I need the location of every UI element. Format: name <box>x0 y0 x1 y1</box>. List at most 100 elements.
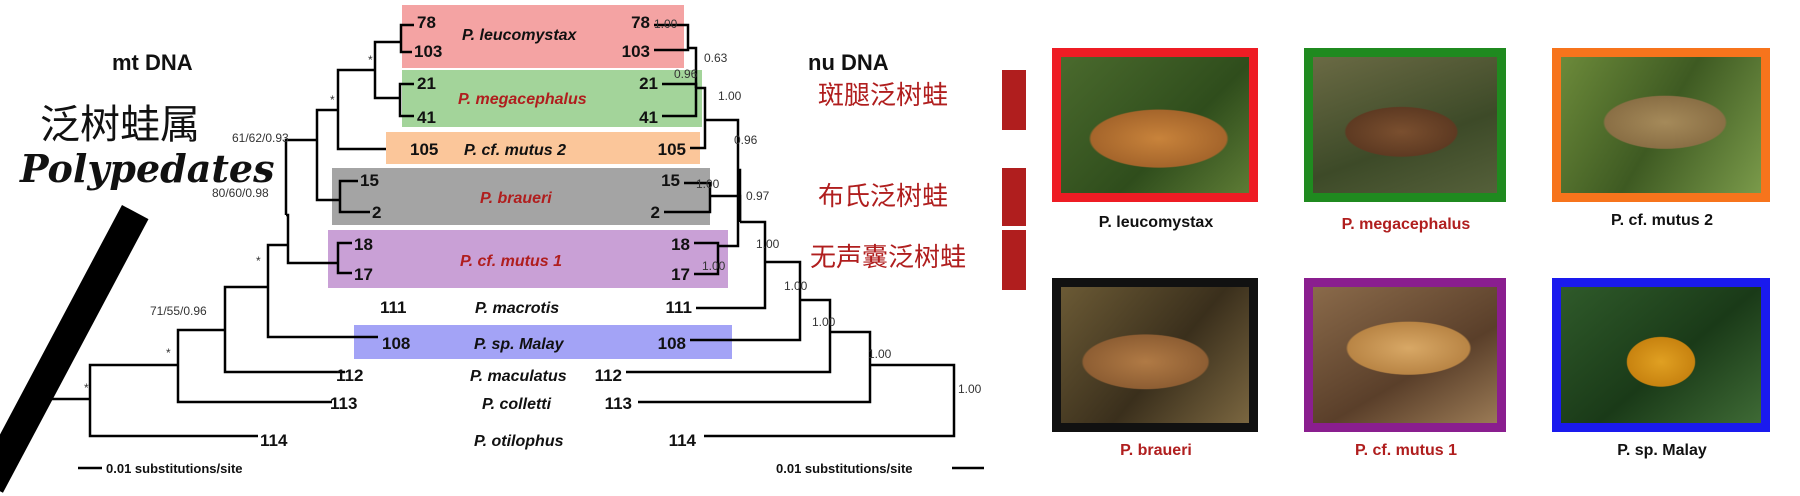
support-value: 1.00 <box>702 259 726 273</box>
tip-count: 21 <box>639 74 658 93</box>
frog-photo-icon <box>1061 287 1249 423</box>
highlight-leucomystax <box>402 5 684 68</box>
marker-bar-mutus1 <box>1002 230 1026 290</box>
support-value: 1.00 <box>756 237 780 251</box>
photo-caption: P. cf. mutus 2 <box>1611 212 1713 229</box>
tip-count: 114 <box>669 431 697 450</box>
genus-chinese: 泛树蛙属 <box>40 102 200 148</box>
photo-megacephalus <box>1304 48 1506 202</box>
tip-count: 18 <box>671 235 690 254</box>
tip-count: 103 <box>414 42 442 61</box>
tip-count: 111 <box>666 298 693 317</box>
photo-mutus1 <box>1304 278 1506 432</box>
support-value: 0.63 <box>704 51 728 65</box>
support-value: 0.97 <box>746 189 770 203</box>
chinese-name-braueri: 布氏泛树蛙 <box>818 182 948 212</box>
mt-dna-heading: mt DNA <box>112 50 193 75</box>
photo-braueri <box>1052 278 1258 432</box>
highlight-braueri <box>332 168 710 225</box>
support-value: 1.00 <box>868 347 892 361</box>
chinese-name-leucomystax: 斑腿泛树蛙 <box>818 81 948 111</box>
tip-count: 18 <box>354 235 373 254</box>
tip-count: 103 <box>622 42 650 61</box>
photo-caption: P. braueri <box>1120 442 1192 459</box>
highlight-malay <box>354 325 732 359</box>
marker-bar-braueri <box>1002 168 1026 226</box>
support-value: 71/55/0.96 <box>150 304 207 318</box>
tip-count: 41 <box>639 108 658 127</box>
photo-caption: P. megacephalus <box>1341 216 1471 233</box>
tip-count: 17 <box>671 265 690 284</box>
taxon-megacephalus: P. megacephalus <box>458 91 587 108</box>
tip-count: 113 <box>330 394 357 413</box>
taxon-mutus2: P. cf. mutus 2 <box>464 142 566 159</box>
taxon-otilophus: P. otilophus <box>474 433 564 450</box>
tip-count: 113 <box>605 394 632 413</box>
taxon-malay: P. sp. Malay <box>474 336 565 353</box>
mt-tree-branches <box>20 23 414 438</box>
support-value: * <box>368 53 373 67</box>
photo-caption: P. leucomystax <box>1098 214 1214 231</box>
tip-count: 15 <box>661 171 680 190</box>
support-value: * <box>84 381 89 395</box>
taxon-maculatus: P. maculatus <box>470 368 567 385</box>
support-value: * <box>330 93 335 107</box>
tip-count: 15 <box>360 171 379 190</box>
support-value: 1.00 <box>654 17 678 31</box>
marker-bar-leucomystax <box>1002 70 1026 130</box>
tip-count: 112 <box>336 366 363 385</box>
support-value: 1.00 <box>696 177 720 191</box>
taxon-mutus1: P. cf. mutus 1 <box>460 253 562 270</box>
tip-count: 41 <box>417 108 436 127</box>
scale-label: 0.01 substitutions/site <box>776 461 913 476</box>
nu-tree-branches <box>626 23 956 438</box>
tip-count: 78 <box>631 13 650 32</box>
tip-count: 114 <box>260 431 288 450</box>
highlight-mutus1 <box>328 230 728 288</box>
clade-highlights <box>328 5 732 359</box>
taxon-leucomystax: P. leucomystax <box>462 27 578 44</box>
support-value: * <box>256 254 261 268</box>
nu-dna-heading: nu DNA <box>808 50 889 75</box>
photo-malay <box>1552 278 1770 432</box>
support-value: 61/62/0.93 <box>232 131 289 145</box>
support-value: * <box>166 346 171 360</box>
tip-count: 108 <box>382 334 410 353</box>
mt-scale-bar: 0.01 substitutions/site <box>78 461 243 476</box>
support-value: 0.96 <box>674 67 698 81</box>
photo-caption: P. cf. mutus 1 <box>1355 442 1457 459</box>
tip-count: 112 <box>595 366 622 385</box>
frog-photo-icon <box>1313 287 1497 423</box>
frog-photo-icon <box>1561 57 1761 193</box>
taxon-braueri: P. braueri <box>480 190 552 207</box>
tip-count: 111 <box>380 298 407 317</box>
taxon-macrotis: P. macrotis <box>475 300 559 317</box>
tip-count: 108 <box>658 334 686 353</box>
nu-scale-bar: 0.01 substitutions/site <box>776 461 984 476</box>
tip-count: 105 <box>410 140 438 159</box>
tip-count: 2 <box>651 203 660 222</box>
support-value: 1.00 <box>958 382 982 396</box>
genus-bar <box>0 205 149 493</box>
support-value: 1.00 <box>718 89 742 103</box>
highlight-mutus2 <box>386 132 700 164</box>
support-value: 1.00 <box>784 279 808 293</box>
tip-count: 21 <box>417 74 436 93</box>
tip-count: 17 <box>354 265 373 284</box>
tip-count: 2 <box>372 203 381 222</box>
photo-leucomystax <box>1052 48 1258 202</box>
frog-photo-icon <box>1061 57 1249 193</box>
chinese-name-mutus1: 无声囊泛树蛙 <box>810 243 966 273</box>
support-value: 1.00 <box>812 315 836 329</box>
taxon-colletti: P. colletti <box>482 396 552 413</box>
highlight-megacephalus <box>402 70 702 127</box>
tip-count: 78 <box>417 13 436 32</box>
photo-caption: P. sp. Malay <box>1617 442 1707 459</box>
tip-count: 105 <box>658 140 686 159</box>
photo-mutus2 <box>1552 48 1770 202</box>
frog-photo-icon <box>1561 287 1761 423</box>
support-value: 80/60/0.98 <box>212 186 269 200</box>
scale-label: 0.01 substitutions/site <box>106 461 243 476</box>
frog-photo-icon <box>1313 57 1497 193</box>
